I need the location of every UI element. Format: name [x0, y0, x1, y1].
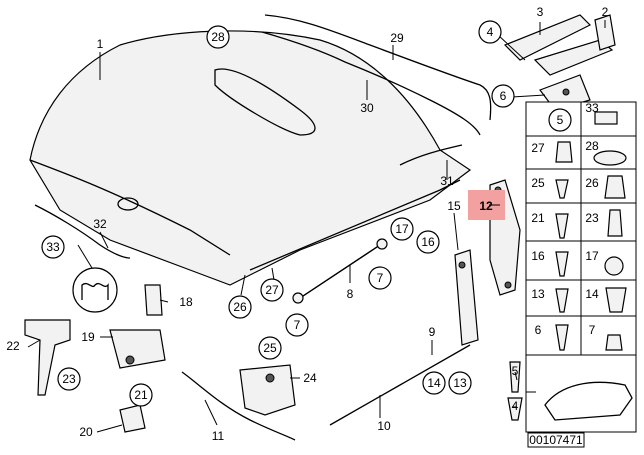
- cable-11-part: [181, 371, 296, 441]
- grid-label-16: 16: [531, 249, 545, 263]
- callout-26: 26: [233, 300, 247, 314]
- clip-20-part: [119, 404, 146, 433]
- cable-9-part: [329, 344, 471, 426]
- callout-4: 4: [487, 25, 494, 39]
- grid-label-7: 7: [589, 323, 596, 337]
- grid-label-25: 25: [531, 176, 545, 190]
- callout-17: 17: [395, 222, 409, 236]
- callout-13: 13: [453, 376, 467, 390]
- callout-labels: 1 2 3 4 5 6 7 7 8 9 10 11 12 13 14 15 16…: [6, 5, 608, 443]
- grid-label-23: 23: [585, 211, 599, 225]
- diagram-id-box: 00107471: [527, 432, 585, 448]
- grid-label-5: 5: [512, 364, 519, 378]
- callout-9: 9: [429, 325, 436, 339]
- callout-33: 33: [46, 240, 60, 254]
- seal-profile-detail: [72, 267, 118, 313]
- seal-31-part: [399, 144, 463, 166]
- callout-circles: [41, 20, 572, 407]
- callout-7a: 7: [377, 271, 384, 285]
- seal-30-part: [261, 31, 481, 136]
- callout-7b: 7: [294, 318, 301, 332]
- callout-32: 32: [93, 217, 107, 231]
- callout-8: 8: [347, 287, 354, 301]
- callout-14: 14: [427, 376, 441, 390]
- grid-label-13: 13: [531, 287, 545, 301]
- grid-label-27: 27: [531, 141, 545, 155]
- hood-latch-part: [24, 319, 71, 396]
- hinge-assembly-part: [503, 14, 616, 111]
- callout-15: 15: [447, 199, 461, 213]
- callout-30: 30: [360, 101, 374, 115]
- seal-32-part: [34, 204, 131, 259]
- grid-label-14: 14: [585, 287, 599, 301]
- callout-6: 6: [500, 89, 507, 103]
- grid-label-17: 17: [585, 249, 599, 263]
- callout-20: 20: [79, 425, 93, 439]
- clip-18-part: [144, 284, 163, 316]
- support-arm-part: [454, 249, 479, 346]
- grid-label-6: 6: [535, 323, 542, 337]
- catch-19-part: [109, 329, 166, 369]
- grid-labels: 33 27 28 25 26 21 23 16 17 13 14 6 7 5 4: [512, 101, 599, 413]
- callout-31: 31: [440, 174, 454, 188]
- grid-label-21: 21: [531, 211, 545, 225]
- callout-28: 28: [211, 30, 225, 44]
- parts-grid: [507, 101, 637, 433]
- grid-label-28: 28: [585, 139, 599, 153]
- callout-18: 18: [179, 295, 193, 309]
- diagram-id: 00107471: [529, 433, 583, 447]
- callout-21: 21: [134, 388, 148, 402]
- leader-lines: [27, 20, 606, 433]
- hood-part: [29, 30, 472, 286]
- grid-label-33: 33: [585, 101, 599, 115]
- callout-2: 2: [602, 5, 609, 19]
- callout-23: 23: [62, 372, 76, 386]
- callout-24: 24: [303, 371, 317, 385]
- callout-1: 1: [97, 37, 104, 51]
- callout-12: 12: [479, 199, 493, 213]
- callout-10: 10: [377, 419, 391, 433]
- callout-16: 16: [421, 235, 435, 249]
- grid-label-4: 4: [512, 399, 519, 413]
- callout-29: 29: [390, 31, 404, 45]
- lock-24-part: [239, 364, 296, 416]
- gas-strut-part: [292, 238, 388, 304]
- callout-19: 19: [81, 330, 95, 344]
- seal-29-part: [264, 14, 492, 121]
- callout-5: 5: [557, 113, 564, 127]
- callout-22: 22: [6, 339, 20, 353]
- callout-3: 3: [537, 5, 544, 19]
- callout-11: 11: [212, 429, 225, 443]
- callout-25: 25: [263, 341, 277, 355]
- callout-27: 27: [265, 283, 279, 297]
- grid-label-26: 26: [585, 176, 599, 190]
